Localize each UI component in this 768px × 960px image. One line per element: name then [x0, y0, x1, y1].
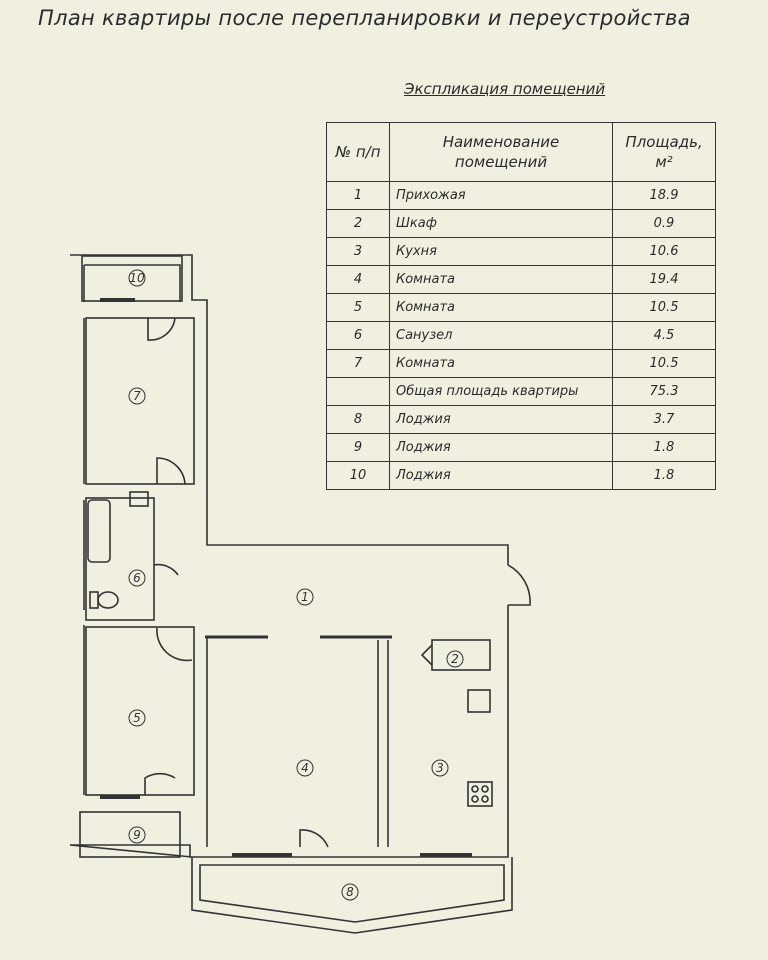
row-name: Прихожая	[389, 181, 613, 210]
room-label-9: 9	[133, 828, 141, 842]
loggia-8-inner	[199, 864, 505, 923]
door-arc	[299, 829, 329, 848]
row-name: Лоджия	[389, 461, 613, 490]
table-header-row: № п/п Наименование помещений Площадь, м²	[326, 122, 716, 182]
row-name: Лоджия	[389, 433, 613, 462]
door-arc	[144, 772, 176, 795]
door-arc	[147, 317, 176, 341]
room-label-5: 5	[133, 711, 141, 725]
room-label-6: 6	[133, 571, 141, 585]
room-label-2: 2	[451, 652, 459, 666]
inner-outline	[83, 264, 181, 795]
room-6	[85, 497, 155, 621]
room-label-4: 4	[301, 761, 309, 775]
toilet	[97, 591, 119, 609]
row-area: 4.5	[612, 321, 716, 350]
row-area: 18.9	[612, 181, 716, 210]
closet-door	[420, 644, 433, 666]
row-area: 10.6	[612, 237, 716, 266]
room-2	[431, 639, 491, 671]
loggia-9	[79, 811, 181, 858]
row-name: Санузел	[389, 321, 613, 350]
row-number: 1	[326, 181, 390, 210]
row-area: 0.9	[612, 209, 716, 238]
entrance-door	[507, 564, 531, 606]
row-area: 3.7	[612, 405, 716, 434]
door-arc	[156, 627, 193, 662]
room-label-3: 3	[436, 761, 444, 775]
room-labels	[128, 269, 464, 901]
row-number: 10	[326, 461, 390, 490]
room-label-8: 8	[346, 885, 354, 899]
row-area: 10.5	[612, 349, 716, 378]
room-label-10: 10	[129, 271, 145, 285]
stove	[467, 781, 493, 807]
toilet-tank	[89, 591, 99, 609]
door-arc	[153, 563, 179, 576]
row-number: 6	[326, 321, 390, 350]
room-label-7: 7	[133, 389, 141, 403]
bathtub	[87, 499, 111, 563]
header-area: Площадь, м²	[612, 122, 716, 182]
door-arc	[156, 457, 186, 485]
loggia-8	[191, 857, 513, 934]
plan-title: План квартиры после перепланировки и пер…	[38, 6, 691, 30]
row-area: 1.8	[612, 433, 716, 462]
row-name: Комната	[389, 265, 613, 294]
kitchen-sink	[467, 689, 491, 713]
room-7	[85, 317, 195, 485]
explication-table: № п/п Наименование помещений Площадь, м²…	[326, 122, 716, 490]
explication-title: Экспликация помещений	[404, 80, 606, 98]
outer-wall	[69, 254, 509, 858]
row-number: 2	[326, 209, 390, 238]
sink	[129, 491, 149, 507]
row-area: 1.8	[612, 461, 716, 490]
room-label-1: 1	[301, 590, 309, 604]
